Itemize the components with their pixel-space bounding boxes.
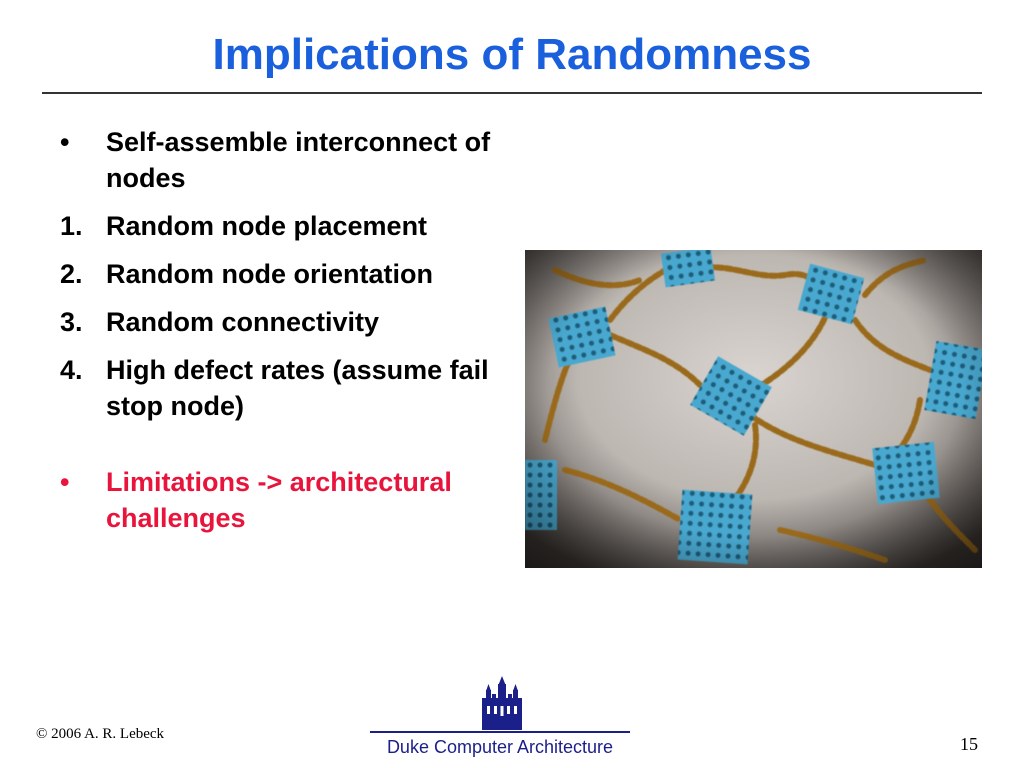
list-item-text: Random node placement [106,211,428,241]
slide-title: Implications of Randomness [212,30,812,79]
list-item: 4. High defect rates (assume fail stop n… [60,352,520,424]
institution-name: Duke Computer Architecture [386,737,614,757]
list-item-text: Random node orientation [106,259,433,289]
list-item: 2. Random node orientation [60,256,520,292]
highlight-item: • Limitations -> architectural challenge… [60,464,520,536]
number-marker: 4. [60,355,83,385]
list-item-text: Random connectivity [106,307,380,337]
highlight-text: Limitations -> architectural challenges [106,467,452,533]
list-item-text: Self-assemble interconnect of nodes [106,127,491,193]
page-number: 15 [960,734,978,754]
bullet-list: • Self-assemble interconnect of nodes 1.… [60,124,520,548]
self-assembly-network-image [525,250,982,568]
list-item: • Self-assemble interconnect of nodes [60,124,520,196]
footer-divider [370,731,630,733]
bullet-marker: • [60,127,70,157]
list-item-text: High defect rates (assume fail stop node… [106,355,489,421]
title-divider [42,92,982,94]
copyright-text: © 2006 A. R. Lebeck [36,726,165,742]
number-marker: 3. [60,307,83,337]
duke-chapel-logo-icon [478,676,526,732]
number-marker: 2. [60,259,83,289]
number-marker: 1. [60,211,83,241]
list-item: 3. Random connectivity [60,304,520,340]
list-item: 1. Random node placement [60,208,520,244]
bullet-marker: • [60,467,70,497]
